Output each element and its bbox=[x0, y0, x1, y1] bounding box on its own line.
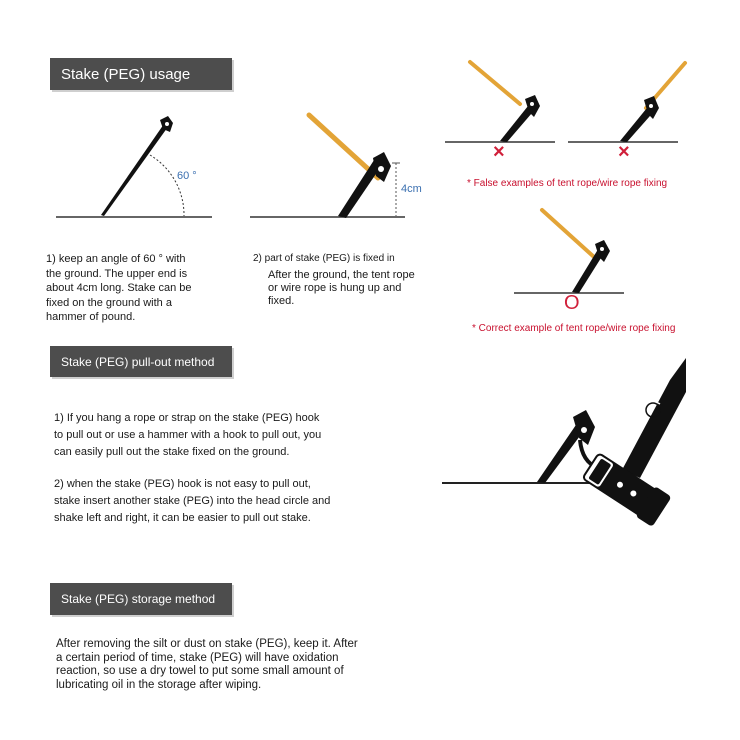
stake-body bbox=[101, 121, 170, 216]
false-mark-right-icon: × bbox=[618, 141, 630, 163]
stake-body bbox=[338, 157, 384, 218]
storage-section-header: Stake (PEG) storage method bbox=[50, 583, 232, 615]
usage-section-header: Stake (PEG) usage bbox=[50, 58, 232, 90]
pullout-section-header: Stake (PEG) pull-out method bbox=[50, 346, 232, 377]
hammer-handle bbox=[622, 358, 686, 478]
stake-body bbox=[537, 419, 588, 483]
angle-arc bbox=[149, 154, 185, 217]
usage-step-1: 1) keep an angle of 60 ° with the ground… bbox=[46, 253, 192, 323]
rope bbox=[306, 112, 381, 181]
pullout-step-2: 2) when the stake (PEG) hook is not easy… bbox=[54, 478, 331, 524]
usage-section-title: Stake (PEG) usage bbox=[61, 65, 191, 83]
correct-mark-icon: O bbox=[564, 292, 580, 314]
storage-section-title: Stake (PEG) storage method bbox=[61, 592, 216, 606]
hammer-head bbox=[582, 453, 671, 526]
storage-paragraph: After removing the silt or dust on stake… bbox=[56, 638, 358, 691]
angle-label: 60 ° bbox=[177, 170, 197, 182]
pullout-section-title: Stake (PEG) pull-out method bbox=[61, 354, 215, 369]
usage-step-2-line-1: 2) part of stake (PEG) is fixed in bbox=[253, 253, 395, 264]
false-mark-left-icon: × bbox=[493, 141, 505, 163]
false-example-caption: * False examples of tent rope/wire rope … bbox=[467, 178, 668, 189]
length-label: 4cm bbox=[401, 183, 422, 195]
correct-example-caption: * Correct example of tent rope/wire rope… bbox=[472, 323, 676, 334]
usage-step-2-line-2: After the ground, the tent rope or wire … bbox=[268, 269, 415, 307]
pullout-step-1: 1) If you hang a rope or strap on the st… bbox=[54, 412, 322, 458]
